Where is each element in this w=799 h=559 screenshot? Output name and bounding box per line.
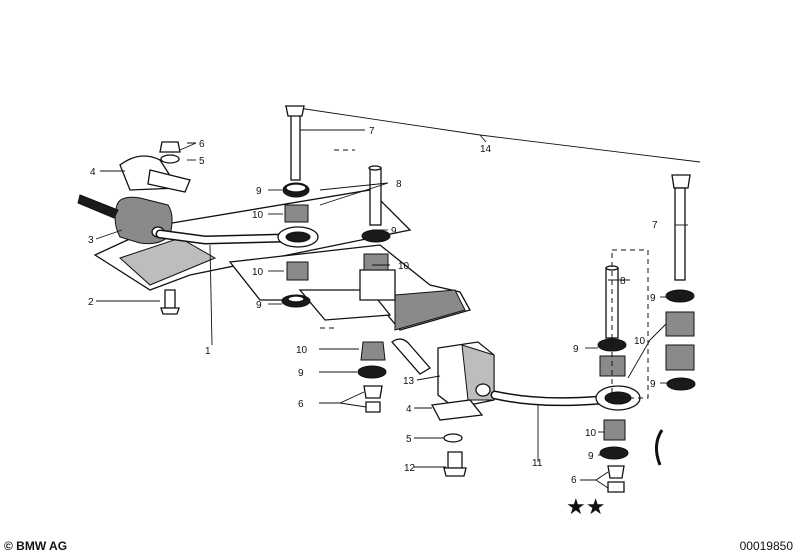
callout-2: 2 [88,297,94,308]
strut-stack-left [277,105,319,308]
copyright-brand: © BMW AG [4,539,68,553]
callout-6-left: 6 [199,139,205,150]
stabilizer-bar-11 [492,392,603,405]
callout-9-f: 9 [588,451,594,462]
callout-7-right: 7 [652,220,658,231]
spacer-sleeve-8-left [361,165,391,271]
rubber-mount-right [437,341,495,409]
callout-5-right: 5 [406,434,412,445]
callout-13: 13 [403,376,415,387]
callout-10-e: 10 [585,428,597,439]
strut-stack-far-right [665,174,696,391]
callout-labels: 1 2 3 4 4 5 5 6 6 6 7 7 8 8 9 9 9 9 9 9 … [88,126,658,486]
callout-14: 14 [480,144,492,155]
stabilizer-bracket-right [430,399,484,421]
callout-10-d: 10 [296,345,308,356]
callout-6-right: 6 [571,475,577,486]
callout-6-middle: 6 [298,399,304,410]
bolt-12 [447,451,463,469]
callout-9-b: 9 [256,300,262,311]
callout-5-left: 5 [199,156,205,167]
leader-14 [284,105,701,163]
strut-stack-right [595,265,641,493]
callout-12: 12 [404,463,416,474]
callout-8-right: 8 [620,276,626,287]
bolt-2 [164,289,176,309]
strut-stack-middle [357,341,387,413]
callout-10-c: 10 [398,261,410,272]
callout-9-h: 9 [650,379,656,390]
callout-10-a: 10 [252,210,264,221]
link-arm [391,338,431,375]
callout-11: 11 [532,458,543,469]
callout-8-left: 8 [396,179,402,190]
callout-3: 3 [88,235,94,246]
callout-7-left: 7 [369,126,375,137]
callout-4-right: 4 [406,404,412,415]
callout-10-b: 10 [252,267,264,278]
callout-4-left: 4 [90,167,96,178]
callout-1: 1 [205,346,211,357]
callout-9-g: 9 [650,293,656,304]
stabilizer-bracket-left [119,155,191,193]
callout-9-a: 9 [256,186,262,197]
document-number: 00019850 [739,539,793,553]
callout-9-c: 9 [391,226,397,237]
washer-left-top [160,154,180,164]
dash-box-right [611,249,649,399]
callout-9-e: 9 [573,344,579,355]
washer-right [443,433,463,443]
callout-9-d: 9 [298,368,304,379]
nut-left-top [159,141,181,153]
leader-lines [95,129,688,489]
callout-10-f: 10 [634,336,646,347]
cropped-mark [655,429,664,466]
star-marks: ★★ [566,495,605,520]
